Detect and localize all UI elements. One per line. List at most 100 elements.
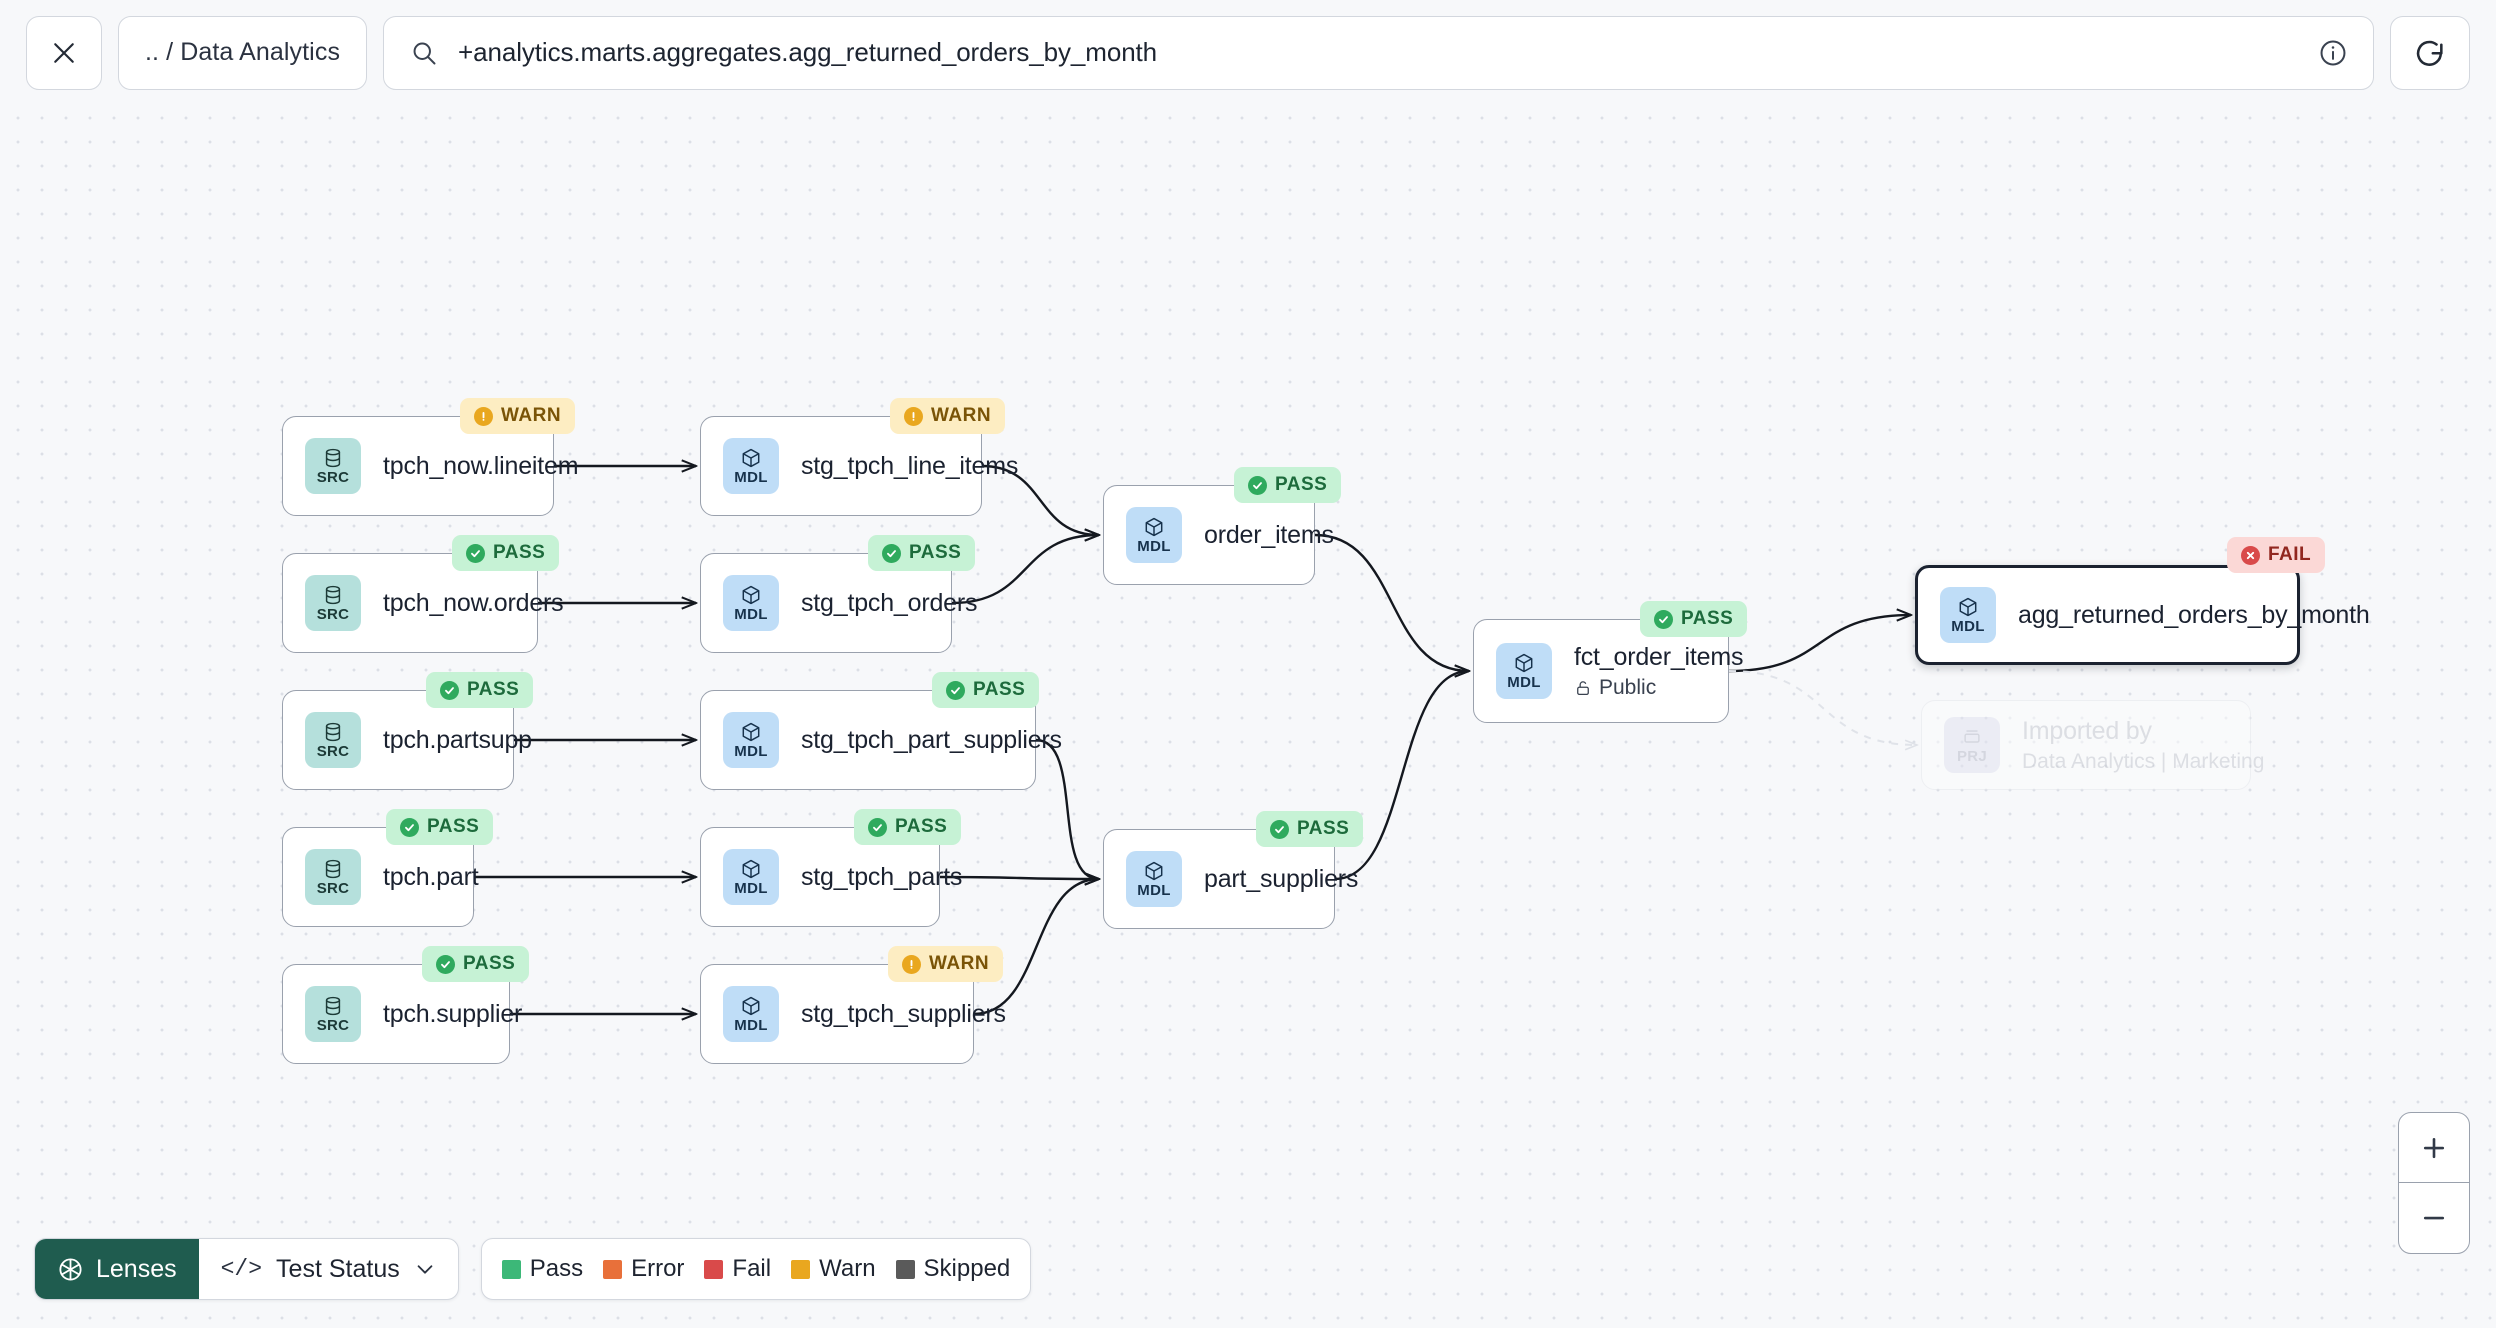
- node-body: stg_tpch_suppliers: [801, 1000, 1006, 1029]
- node-type-badge-prj: PRJ: [1944, 717, 2000, 773]
- node-title: tpch.supplier: [383, 999, 523, 1028]
- status-badge-warn[interactable]: WARN: [888, 946, 1004, 982]
- status-badge-pass[interactable]: PASS: [386, 809, 494, 845]
- status-dot-icon: [902, 954, 921, 974]
- status-label: PASS: [1297, 818, 1350, 839]
- lenses-button[interactable]: Lenses: [35, 1239, 199, 1299]
- node-subtitle: Data Analytics | Marketing: [2022, 750, 2264, 774]
- refresh-button[interactable]: [2390, 15, 2470, 90]
- node-title: part_suppliers: [1204, 864, 1359, 893]
- status-badge-fail[interactable]: FAIL: [2227, 537, 2326, 573]
- status-badge-pass[interactable]: PASS: [932, 672, 1040, 708]
- node-type-badge-src: SRC: [305, 849, 361, 905]
- status-badge-warn[interactable]: WARN: [460, 398, 576, 434]
- node-body: stg_tpch_part_suppliers: [801, 726, 1062, 755]
- zoom-in-button[interactable]: [2399, 1113, 2469, 1183]
- node-type-badge-src: SRC: [305, 712, 361, 768]
- node-subtitle: Public: [1574, 676, 1743, 700]
- status-badge-pass[interactable]: PASS: [854, 809, 962, 845]
- status-label: PASS: [493, 542, 546, 563]
- status-badge-pass[interactable]: PASS: [452, 535, 560, 571]
- plus-icon: [2423, 1137, 2445, 1158]
- cube-icon: [742, 585, 760, 605]
- node-type-label: MDL: [1507, 674, 1541, 691]
- legend-label: Pass: [529, 1255, 584, 1282]
- aperture-icon: [59, 1257, 82, 1281]
- node-title: stg_tpch_orders: [801, 588, 978, 617]
- search-bar[interactable]: [383, 15, 2374, 90]
- status-badge-warn[interactable]: WARN: [890, 398, 1006, 434]
- edge-stg_tpch_part_suppliers-to-part_suppliers: [1035, 738, 1099, 879]
- edge-fct_order_items-to-imported_by_project: [1728, 670, 1917, 745]
- legend-label: Error: [631, 1255, 685, 1282]
- node-title: tpch_now.lineitem: [383, 451, 579, 480]
- node-body: tpch.partsupp: [383, 726, 532, 755]
- node-type-label: MDL: [734, 743, 768, 760]
- legend-swatch-icon: [603, 1259, 623, 1279]
- edge-stg_tpch_parts-to-part_suppliers: [939, 877, 1099, 879]
- info-icon[interactable]: [2317, 37, 2349, 69]
- status-badge-pass[interactable]: PASS: [1256, 811, 1364, 847]
- cube-icon: [1515, 653, 1533, 673]
- close-button[interactable]: [26, 15, 102, 90]
- cube-icon: [1145, 517, 1163, 537]
- status-label: PASS: [909, 542, 962, 563]
- node-title: stg_tpch_part_suppliers: [801, 725, 1062, 754]
- node-title: agg_returned_orders_by_month: [2018, 600, 2370, 629]
- node-type-badge-mdl: MDL: [723, 712, 779, 768]
- project-icon: [1964, 730, 1980, 743]
- status-label: PASS: [1681, 608, 1734, 629]
- node-type-badge-src: SRC: [305, 438, 361, 494]
- code-icon: </>: [220, 1256, 263, 1282]
- test-status-dropdown[interactable]: </> Test Status: [199, 1239, 458, 1299]
- node-title: tpch.partsupp: [383, 725, 532, 754]
- lens-group: Lenses </> Test Status: [34, 1238, 459, 1300]
- status-dot-icon: [400, 817, 419, 837]
- legend-item-error[interactable]: Error: [603, 1255, 684, 1283]
- search-icon: [413, 42, 436, 64]
- breadcrumb[interactable]: .. / Data Analytics: [118, 15, 368, 90]
- unlock-icon: [1577, 680, 1589, 695]
- status-badge-pass[interactable]: PASS: [426, 672, 534, 708]
- status-badge-pass[interactable]: PASS: [868, 535, 976, 571]
- edge-part_suppliers-to-fct_order_items: [1334, 671, 1469, 881]
- legend-item-skipped[interactable]: Skipped: [895, 1255, 1010, 1283]
- graph-node-stg_tpch_orders[interactable]: MDL stg_tpch_orders: [700, 553, 977, 653]
- status-label: WARN: [931, 405, 992, 426]
- node-type-label: SRC: [316, 880, 350, 897]
- cube-icon: [742, 448, 760, 468]
- legend-item-fail[interactable]: Fail: [704, 1255, 771, 1283]
- breadcrumb-label: .. / Data Analytics: [145, 38, 341, 66]
- top-toolbar: .. / Data Analytics: [0, 0, 2496, 105]
- node-type-badge-mdl: MDL: [723, 575, 779, 631]
- status-dot-icon: [946, 680, 965, 700]
- node-type-label: PRJ: [1956, 748, 1988, 765]
- node-title: stg_tpch_parts: [801, 862, 963, 891]
- legend-label: Fail: [732, 1255, 772, 1282]
- zoom-out-button[interactable]: [2399, 1183, 2469, 1253]
- status-dot-icon: [904, 406, 923, 426]
- status-badge-pass[interactable]: PASS: [1640, 601, 1748, 637]
- status-badge-pass[interactable]: PASS: [422, 946, 530, 982]
- status-label: WARN: [929, 953, 990, 974]
- node-type-label: MDL: [1137, 538, 1171, 555]
- node-body: part_suppliers: [1204, 865, 1358, 894]
- legend-item-pass[interactable]: Pass: [501, 1255, 584, 1283]
- search-input[interactable]: [458, 37, 2297, 68]
- status-legend: Pass Error Fail Warn Skipped: [480, 1238, 1032, 1300]
- legend-item-warn[interactable]: Warn: [791, 1255, 876, 1283]
- node-body: tpch_now.lineitem: [383, 451, 579, 481]
- cube-icon: [742, 722, 760, 742]
- node-type-badge-src: SRC: [305, 575, 361, 631]
- edge-stg_tpch_orders-to-order_items: [951, 535, 1099, 605]
- node-type-label: SRC: [316, 606, 350, 623]
- status-badge-pass[interactable]: PASS: [1234, 467, 1342, 503]
- minus-icon: [2423, 1216, 2445, 1220]
